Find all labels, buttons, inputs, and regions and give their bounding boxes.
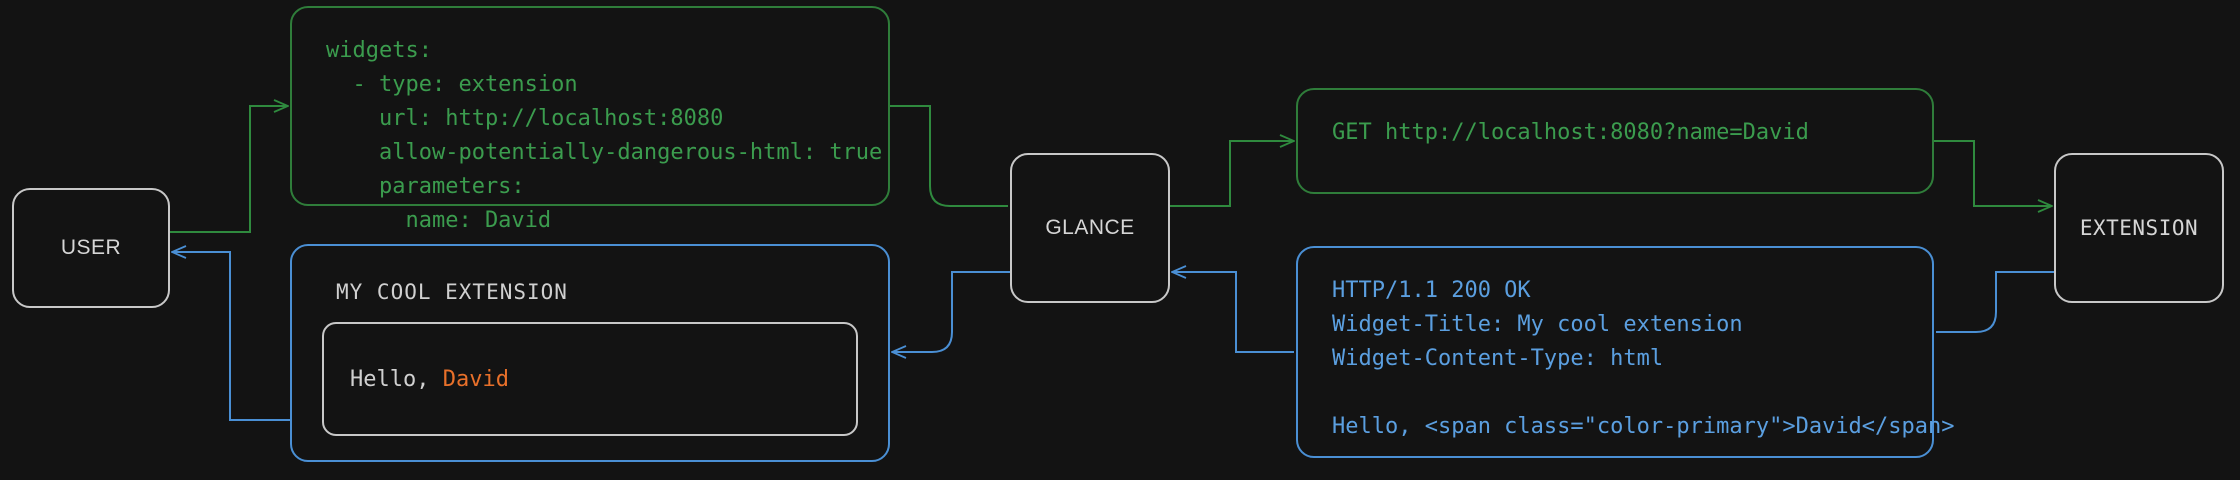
edge-glance-to-widget [892, 271, 1010, 352]
node-user-label: USER [60, 236, 122, 259]
node-extension[interactable]: EXTENSION [2054, 153, 2224, 303]
edge-request-to-extension [1934, 140, 2052, 206]
note-http-response: HTTP/1.1 200 OK Widget-Title: My cool ex… [1296, 246, 1955, 458]
widget-greeting-name: David [442, 366, 509, 392]
edge-yaml-to-glance [890, 105, 1008, 207]
http-response-text: HTTP/1.1 200 OK Widget-Title: My cool ex… [1332, 278, 1955, 440]
widget-greeting: Hello, David [350, 367, 509, 392]
widget-preview-card: MY COOL EXTENSION Hello, David [290, 244, 890, 462]
node-glance-label: GLANCE [1045, 216, 1135, 239]
widget-greeting-prefix: Hello, [350, 366, 443, 392]
edge-glance-to-request [1170, 141, 1294, 207]
edge-extension-to-response [1936, 271, 2054, 333]
note-yaml-config: widgets: - type: extension url: http://l… [290, 6, 890, 233]
node-extension-label: EXTENSION [2079, 216, 2199, 240]
yaml-config-text: widgets: - type: extension url: http://l… [326, 38, 883, 234]
widget-preview-body: Hello, David [322, 322, 858, 436]
edge-response-to-glance [1172, 272, 1294, 353]
note-http-request: GET http://localhost:8080?name=David [1296, 88, 1934, 194]
widget-preview-title: MY COOL EXTENSION [336, 280, 568, 304]
edge-widget-to-user [172, 252, 290, 421]
edge-user-to-yaml [170, 106, 288, 233]
node-user[interactable]: USER [12, 188, 170, 308]
node-glance[interactable]: GLANCE [1010, 153, 1170, 303]
http-request-text: GET http://localhost:8080?name=David [1332, 120, 1809, 145]
